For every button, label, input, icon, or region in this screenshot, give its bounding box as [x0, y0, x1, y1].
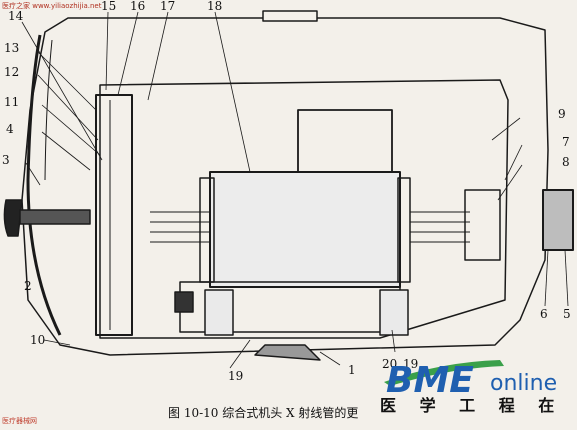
callout-19-right: 19 [403, 357, 418, 371]
callout-11: 11 [4, 95, 19, 109]
callout-7: 7 [562, 135, 570, 149]
callout-8: 8 [562, 155, 570, 169]
watermark-bottom: 医疗器械网 [2, 417, 37, 425]
callout-2: 2 [24, 279, 32, 293]
tube-body [209, 171, 401, 288]
callout-20: 20 [382, 357, 397, 371]
callout-18: 18 [207, 0, 222, 13]
right-fitting [464, 189, 501, 261]
callout-10: 10 [30, 333, 45, 347]
callout-4: 4 [6, 122, 14, 136]
top-handle [262, 10, 318, 22]
left-cap [26, 34, 62, 336]
callout-16: 16 [130, 0, 145, 13]
callout-15: 15 [101, 0, 116, 13]
logo-suffix-text: online [490, 371, 557, 396]
right-port [542, 189, 574, 251]
exit-window [254, 344, 321, 361]
callout-3: 3 [2, 153, 10, 167]
inner-chamber [99, 79, 509, 339]
callout-6: 6 [540, 307, 548, 321]
watermark-top: 医疗之家 www.yiliaozhijia.net [2, 2, 102, 10]
logo-tagline: 医 学 工 程 在 线 [380, 396, 577, 415]
figure-caption: 图 10-10 综合式机头 X 射线管的更 [168, 406, 359, 420]
callout-19-left: 19 [228, 369, 243, 383]
callout-9: 9 [558, 107, 566, 121]
bme-online-logo: BME online [380, 352, 575, 401]
shield-plate [95, 94, 133, 336]
logo-main-text: BME [386, 360, 474, 400]
callout-17: 17 [160, 0, 175, 13]
callout-5: 5 [563, 307, 571, 321]
callout-1: 1 [348, 363, 356, 377]
transformer-block [297, 109, 393, 173]
callout-13: 13 [4, 41, 19, 55]
callout-14: 14 [8, 9, 24, 23]
left-knob [3, 199, 23, 237]
callout-12: 12 [4, 65, 19, 79]
